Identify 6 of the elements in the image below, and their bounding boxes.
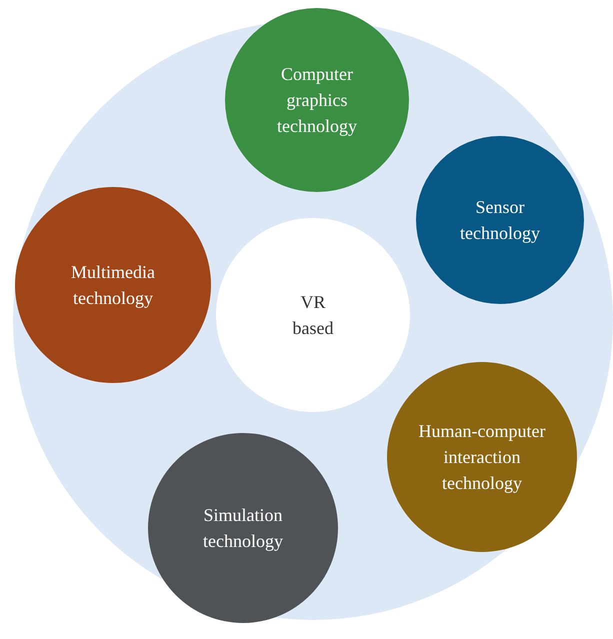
circle-label: Multimedia technology <box>70 261 156 310</box>
circle-label: Sensor technology <box>459 196 541 245</box>
circle-label: Computer graphics technology <box>276 63 358 138</box>
circle-label: Simulation technology <box>202 504 284 553</box>
circle-label: VR based <box>292 291 334 340</box>
circle-label: Human-computer interaction technology <box>418 420 546 495</box>
